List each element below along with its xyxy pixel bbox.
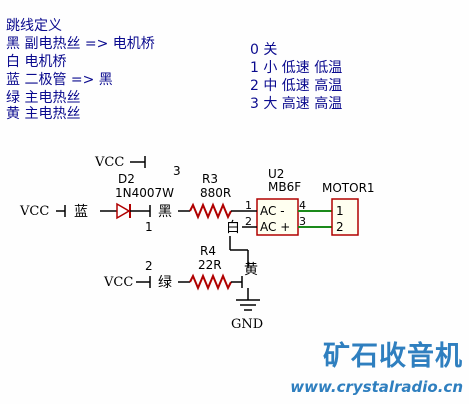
note-yellow: 黄 主电热丝 [6, 106, 81, 122]
note-blue: 蓝 二极管 => 黑 [6, 72, 113, 88]
r3-ref: R3 [202, 172, 218, 186]
diode-symbol [116, 202, 131, 220]
r4-resistor [189, 273, 232, 291]
gnd-label: GND [231, 317, 263, 332]
wire-black-label: 黑 [158, 204, 172, 220]
mode-0: 0 关 [250, 42, 278, 58]
r4-ref: R4 [200, 244, 216, 258]
motor-ref: MOTOR1 [322, 181, 375, 195]
note-black: 黑 副电热丝 => 电机桥 [6, 36, 155, 52]
u2-ac-plus: AC + [260, 220, 290, 234]
u2-pin-4: 4 [299, 199, 306, 212]
vcc-label-left: VCC [19, 204, 49, 219]
motor-pin-2: 2 [336, 220, 344, 234]
vcc-label-top: VCC [94, 155, 124, 170]
u2-pin-3: 3 [299, 215, 306, 228]
r3-value: 880R [200, 186, 231, 200]
u2-value: MB6F [268, 180, 301, 194]
r4-value: 22R [198, 258, 222, 272]
switch-pos-3: 3 [173, 164, 181, 178]
u2-ac-minus: AC - [260, 204, 285, 218]
d2-value: 1N4007W [115, 186, 174, 200]
notes-title: 跳线定义 [6, 18, 62, 34]
mode-1: 1 小 低速 低温 [250, 60, 343, 76]
r3-resistor [189, 202, 232, 220]
watermark-brand: 矿石收音机 [323, 341, 463, 372]
u2-pin-2: 2 [245, 215, 252, 228]
note-white: 白 电机桥 [6, 54, 67, 70]
u2-pin-1: 1 [245, 199, 252, 212]
wire-blue-label: 蓝 [74, 204, 88, 220]
switch-pos-2: 2 [145, 259, 153, 273]
wire-yellow-label: 黄 [244, 261, 258, 278]
u2-ref: U2 [268, 167, 284, 181]
motor-pin-1: 1 [336, 204, 344, 218]
mode-3: 3 大 高速 高温 [250, 96, 343, 112]
wire-white-label: 白 [226, 220, 240, 236]
note-green: 绿 主电热丝 [6, 90, 81, 106]
vcc-label-bottom: VCC [103, 275, 133, 290]
d2-ref: D2 [118, 172, 135, 186]
mode-2: 2 中 低速 高温 [250, 78, 343, 94]
switch-pos-1: 1 [145, 220, 153, 234]
u2-body [256, 198, 299, 236]
wire-green-label: 绿 [158, 275, 172, 291]
motor-body [331, 198, 359, 236]
watermark-url: www.crystalradio.cn [290, 378, 463, 396]
